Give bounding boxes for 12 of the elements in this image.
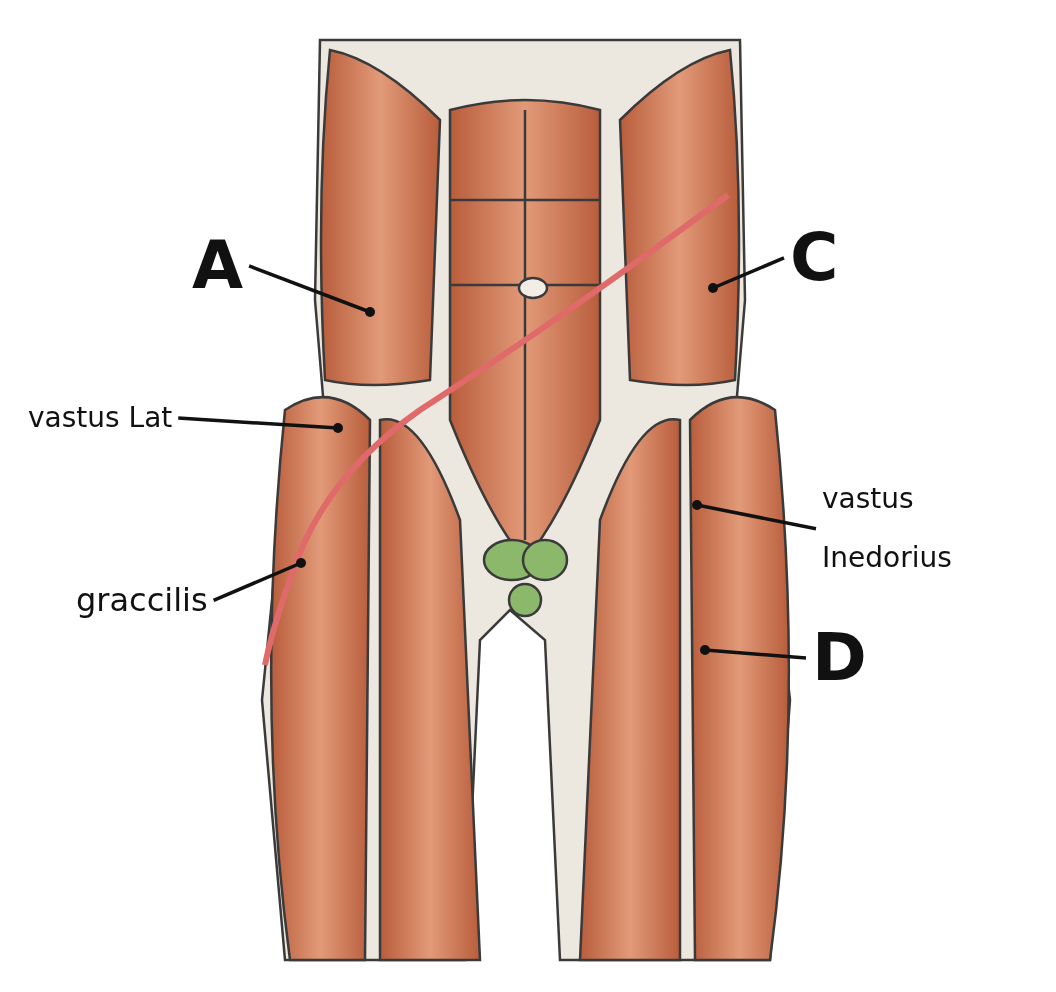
- leader-line: [178, 416, 343, 433]
- callout-letter: D: [812, 620, 867, 696]
- leader-line: [692, 500, 817, 531]
- callout-letter: A: [192, 228, 244, 304]
- leader-line: [708, 256, 785, 293]
- callout-letter: C: [790, 220, 839, 296]
- part-label: vastus Inedorius: [822, 470, 1012, 588]
- leader-line: [212, 558, 306, 602]
- part-label: graccilis: [76, 582, 208, 619]
- leader-line: [700, 645, 807, 660]
- leader-line: [248, 264, 375, 317]
- part-label: vastus Lat: [28, 402, 173, 435]
